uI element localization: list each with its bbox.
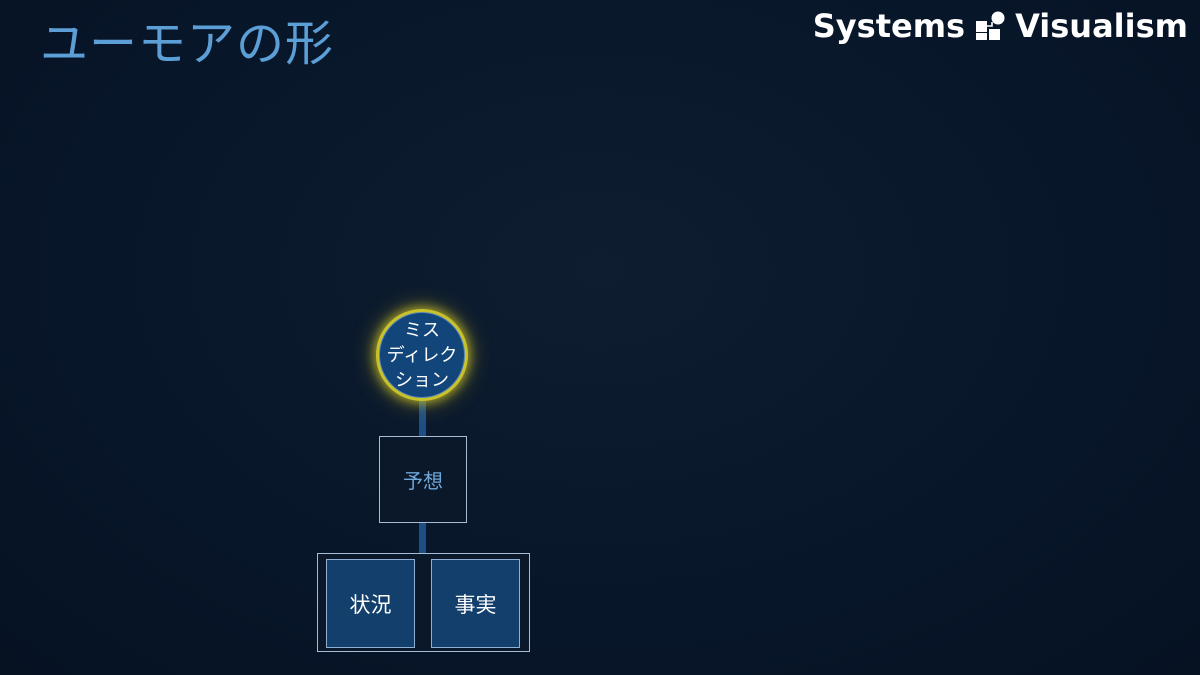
expectation-node: 予想 (379, 436, 467, 523)
connector-top-to-middle (419, 398, 426, 436)
situation-node: 状況 (326, 559, 415, 648)
systems-visualism-logo-icon (976, 11, 1005, 40)
fact-node: 事実 (431, 559, 520, 648)
fact-node-label: 事実 (454, 592, 497, 617)
situation-node-label: 状況 (349, 592, 392, 617)
brand-word-systems: Systems (812, 7, 966, 45)
connector-middle-to-bottom (419, 523, 426, 553)
brand-word-visualism: Visualism (1015, 7, 1188, 45)
misdirection-node-label: ミス ディレクション (386, 319, 458, 391)
misdirection-node: ミス ディレクション (379, 312, 465, 398)
slide-title: ユーモアの形 (40, 16, 335, 72)
brand-logo-block: Systems Visualism (813, 6, 1188, 46)
expectation-node-label: 予想 (403, 469, 443, 493)
